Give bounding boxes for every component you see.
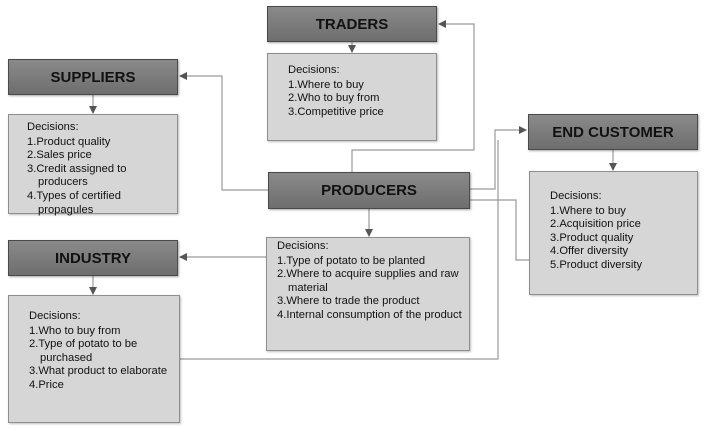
suppliers-caption: Decisions: [27,121,79,133]
list-item: 4.Offer diversity [550,245,629,258]
link-producers-traders [351,20,475,172]
list-item: 3.What product to elaborate [29,365,168,378]
industry-title: INDUSTRY [54,249,132,267]
list-item: 4.Internal consumption of the product [277,308,462,321]
producers-caption: Decisions: [277,240,329,252]
industry-caption: Decisions: [29,310,81,322]
list-item: 2.Who to buy from [288,92,380,105]
industry-decisions-box: Decisions: 1.Who to buy from 2.Type of p… [8,295,180,423]
list-item: 3.Where to trade the product [277,295,420,308]
traders-title: TRADERS [315,15,389,33]
list-item: 5.Product diversity [550,258,643,271]
end-customer-decisions-box: Decisions: 1.Where to buy 2.Acquisition … [529,171,698,295]
suppliers-header: SUPPLIERS [8,59,178,95]
end-customer-title: END CUSTOMER [552,123,674,141]
list-item: 3.Product quality [550,231,634,244]
producers-decisions-box: Decisions: 1.Type of potato to be plante… [266,237,470,351]
list-item: 4.Price [29,378,64,391]
link-producers-suppliers [179,72,268,191]
traders-caption: Decisions: [288,64,340,76]
list-item: 1.Who to buy from [29,324,121,337]
producers-title: PRODUCERS [321,182,417,199]
end-customer-caption: Decisions: [550,190,602,202]
list-item: 3.Credit assigned to producers [27,162,127,189]
suppliers-decisions-box: Decisions: 1.Product quality 2.Sales pri… [8,114,178,216]
list-item: 1.Where to buy [288,78,364,91]
traders-header: TRADERS [267,6,437,42]
link-end-customer-producers [470,199,529,261]
suppliers-title: SUPPLIERS [50,68,136,86]
list-item: 2.Sales price [27,149,92,162]
list-item: 2.Acquisition price [550,218,641,231]
link-industry-producers [180,140,499,360]
list-item: 1.Type of potato to be planted [277,254,426,267]
list-item: 3.Competitive price [288,105,384,118]
industry-header: INDUSTRY [8,240,178,276]
list-item: 1.Where to buy [550,204,626,217]
list-item: 4.Types of certified propagules [27,189,121,216]
list-item: 2.Where to acquire supplies and raw mate… [277,268,459,294]
end-customer-header: END CUSTOMER [528,114,698,150]
list-item: 2.Type of potato to be purchased [29,338,138,364]
link-producers-end-customer [470,126,527,190]
list-item: 1.Product quality [27,135,111,148]
traders-decisions-box: Decisions: 1.Where to buy 2.Who to buy f… [267,53,437,141]
producers-header: PRODUCERS [268,172,470,209]
